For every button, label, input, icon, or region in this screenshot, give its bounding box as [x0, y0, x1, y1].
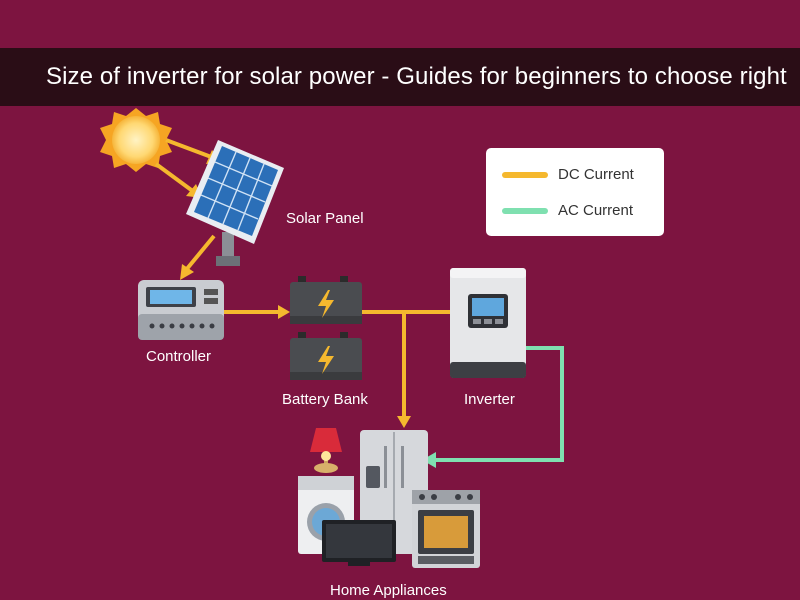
- battery-bank-label: Battery Bank: [282, 391, 368, 408]
- solar-panel-label: Solar Panel: [286, 210, 364, 227]
- controller-label: Controller: [146, 348, 212, 365]
- dc-current-label: DC Current: [558, 166, 634, 183]
- ac-current-label: AC Current: [558, 202, 634, 219]
- ac-current-swatch: [502, 207, 548, 214]
- battery-to-inverter-arrow: [362, 305, 462, 319]
- charge-controller-icon: [138, 280, 224, 340]
- dc-to-appliances-arrow: [397, 312, 411, 428]
- legend: DC Current AC Current: [486, 148, 664, 236]
- legend-item-ac: AC Current: [502, 202, 633, 219]
- ac-to-appliances-arrow: [422, 346, 564, 468]
- legend-item-dc: DC Current: [502, 166, 634, 183]
- controller-to-battery-arrow: [224, 305, 290, 319]
- home-appliances-icon: [298, 428, 480, 568]
- dc-current-swatch: [502, 171, 548, 178]
- inverter-label: Inverter: [464, 391, 515, 408]
- home-appliances-label: Home Appliances: [330, 582, 447, 599]
- sun-icon: [100, 108, 172, 172]
- solar-panel-icon: [186, 140, 284, 266]
- title-bar: Size of inverter for solar power - Guide…: [0, 48, 800, 106]
- battery-bank-icon: [290, 276, 362, 380]
- panel-to-controller-arrow: [180, 234, 216, 280]
- inverter-icon: [450, 268, 526, 378]
- page-title: Size of inverter for solar power - Guide…: [46, 63, 787, 90]
